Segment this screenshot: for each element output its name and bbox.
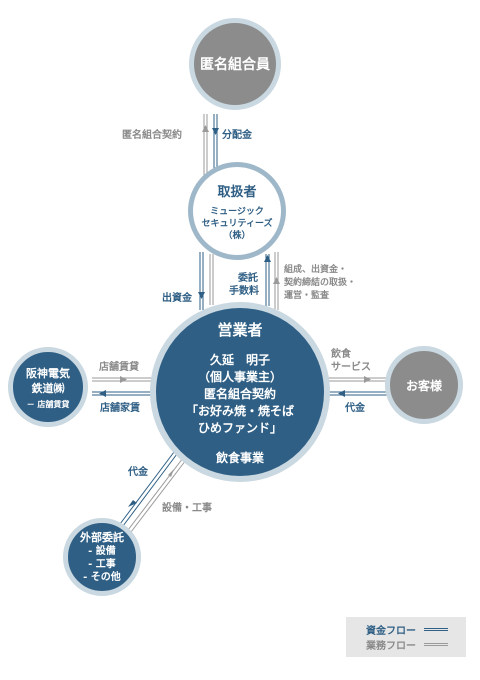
label-distribution: 分配金 <box>222 130 252 141</box>
hanshin-node: 阪神電気 鉄道㈱ － 店舗賃貸 <box>8 347 88 427</box>
outsource-node: 外部委託 - 設備 - 工事 - その他 <box>63 518 141 596</box>
outsource-item-other: - その他 <box>83 572 121 583</box>
label-commission-2: 手数料 <box>229 286 259 297</box>
legend-business-label: 業務フロー <box>366 641 416 652</box>
operator-title: 営業者 <box>217 320 263 339</box>
handler-node: 取扱者 ミュージック セキュリティーズ （株） <box>188 162 286 260</box>
investors-node: 匿名組合員 <box>189 18 281 110</box>
legend-business-row: 業務フロー <box>366 637 466 652</box>
arrow-outsource-payment <box>119 451 178 527</box>
outsource-item-equipment: - 設備 <box>88 546 116 557</box>
arrow-contract <box>202 114 209 176</box>
arrow-services <box>273 252 280 310</box>
label-commission-1: 委託 <box>238 273 258 284</box>
arrow-store-rent <box>92 390 155 397</box>
operator-line2: （個人事業主） <box>197 369 282 384</box>
operator-line3: 匿名組合契約 <box>203 386 276 401</box>
operator-line5: ひめファンド」 <box>197 420 282 435</box>
customer-node: お客様 <box>385 346 463 424</box>
label-outsource-payment: 代金 <box>128 467 148 478</box>
arrow-food-service <box>326 376 388 383</box>
investors-label: 匿名組合員 <box>200 57 270 73</box>
arrow-investment <box>198 252 205 310</box>
label-customer-payment: 代金 <box>345 403 365 414</box>
legend-money-swatch <box>424 628 448 631</box>
label-contract: 匿名組合契約 <box>122 130 182 141</box>
arrow-services-down <box>209 254 214 305</box>
legend-money-label: 資金フロー <box>366 626 416 637</box>
handler-line2: セキュリティーズ <box>201 218 273 229</box>
label-food-1: 飲食 <box>331 349 351 360</box>
customer-label: お客様 <box>405 378 442 393</box>
operator-node: 営業者 久延 明子 （個人事業主） 匿名組合契約 「お好み焼・焼そば ひめファン… <box>150 302 330 482</box>
handler-title: 取扱者 <box>217 184 257 200</box>
legend-business-swatch <box>424 643 448 646</box>
label-store-rent: 店舗家賃 <box>100 403 140 414</box>
arrow-distribution <box>212 114 219 168</box>
label-store-lease: 店舗賃貸 <box>99 362 139 373</box>
legend-money-row: 資金フロー <box>366 622 466 637</box>
arrow-equipment <box>127 457 187 533</box>
operator-business: 飲食事業 <box>215 450 264 465</box>
hanshin-line3: － 店舗賃貸 <box>26 400 70 409</box>
label-investment: 出資金 <box>162 293 192 304</box>
label-services-2: 契約締結の取扱・ <box>284 278 357 288</box>
arrow-commission <box>264 254 271 306</box>
label-services-3: 運営・監査 <box>284 291 330 301</box>
outsource-title: 外部委託 <box>80 531 124 544</box>
handler-line3: （株） <box>223 230 251 241</box>
label-services-1: 組成、出資金・ <box>284 265 348 275</box>
label-equipment: 設備・工事 <box>162 503 212 514</box>
hanshin-line2: 鉄道㈱ <box>31 382 65 395</box>
handler-line1: ミュージック <box>210 206 264 217</box>
arrow-store-lease <box>92 376 155 383</box>
outsource-item-construction: - 工事 <box>88 559 116 570</box>
label-food-2: サービス <box>331 362 371 373</box>
hanshin-line1: 阪神電気 <box>26 367 70 380</box>
legend: 資金フロー 業務フロー <box>346 617 466 657</box>
arrow-customer-payment <box>326 390 388 397</box>
operator-line1: 久延 明子 <box>209 352 270 367</box>
operator-line4: 「お好み焼・焼そば <box>185 403 294 418</box>
